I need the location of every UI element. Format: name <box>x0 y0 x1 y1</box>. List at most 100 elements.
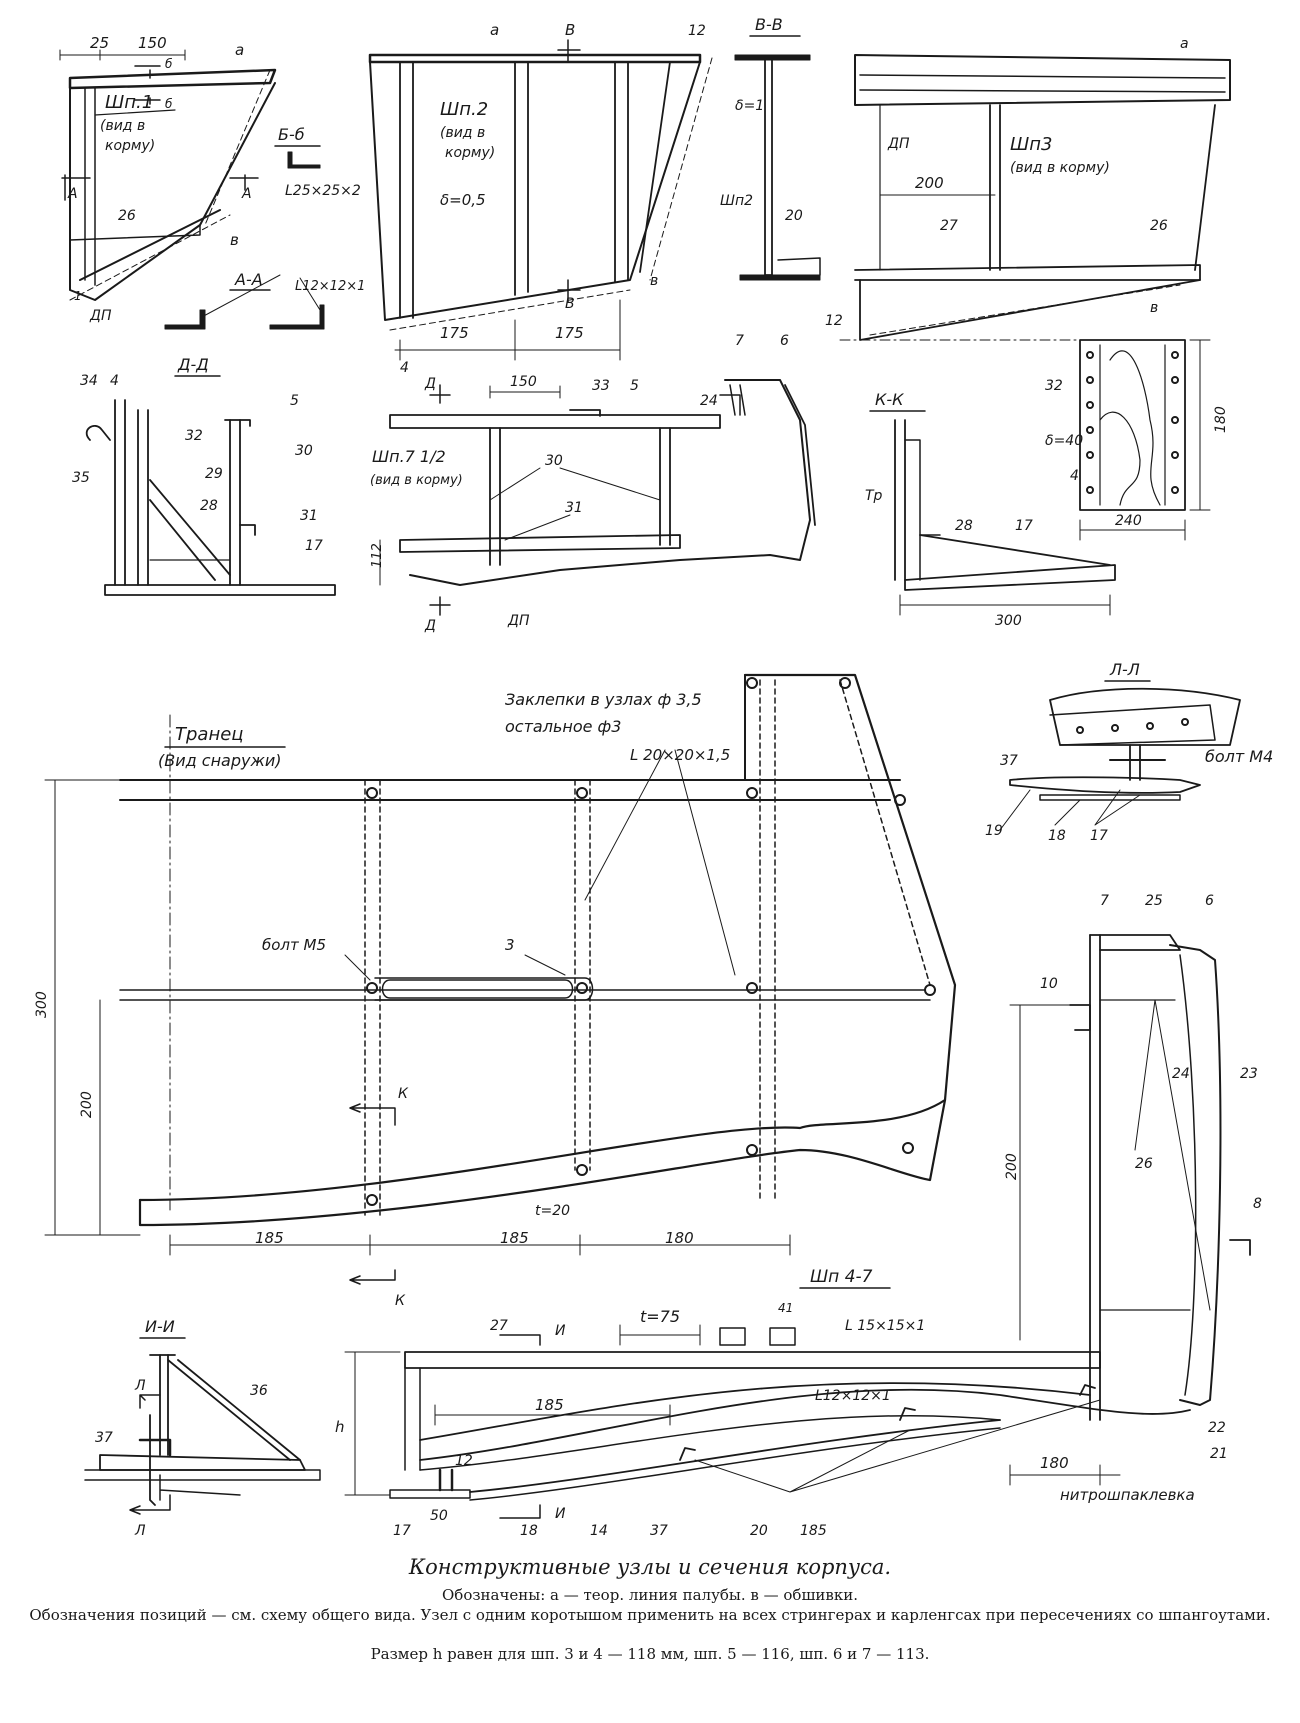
dim-240: 240 <box>1115 513 1142 529</box>
frame-1-subtitle-1: (вид в <box>100 118 145 134</box>
mark-d-top: Д <box>424 376 436 392</box>
dim-h: h <box>335 1418 345 1436</box>
frame-3-subtitle: (вид в корму) <box>1010 160 1110 176</box>
frame-2-title: Шп.2 <box>440 99 488 120</box>
section-kk: К-К Тр 28 17 300 <box>865 390 1116 629</box>
bolt-m4-label: болт М4 <box>1205 747 1273 766</box>
frame-2-subtitle-1: (вид в <box>440 125 485 141</box>
label-17-bottom: 17 <box>393 1523 411 1539</box>
frame-1-title: Шп.1 <box>105 92 153 113</box>
dim-180-bottom: 180 <box>1040 1454 1069 1472</box>
delta-1: δ=1 <box>735 98 764 114</box>
mark-4-frame2: 4 <box>400 360 409 376</box>
dim-200-side: 200 <box>1004 1153 1020 1180</box>
frame-2-view: Шп.2 (вид в корму) δ=0,5 а В В 12 в 175 … <box>368 21 713 376</box>
dim-25: 25 <box>90 34 109 52</box>
dim-300-kk: 300 <box>995 613 1022 629</box>
pitch-75: t=75 <box>640 1307 680 1326</box>
mark-b-side-frame2: в <box>650 273 658 289</box>
label-17-dd: 17 <box>305 538 323 554</box>
label-32-dd: 32 <box>185 428 203 444</box>
label-8: 8 <box>1253 1196 1262 1212</box>
label-25: 25 <box>1145 893 1163 909</box>
label-4-plate: 4 <box>1070 468 1079 484</box>
dim-150-frame1: 150 <box>138 34 167 52</box>
dim-50: 50 <box>430 1508 448 1524</box>
label-41: 41 <box>778 1301 793 1315</box>
label-7-frame7: 7 <box>735 333 744 349</box>
mark-12-frame2: 12 <box>688 23 706 39</box>
side-section: 7 25 6 10 24 23 26 8 200 <box>1004 893 1262 1421</box>
dim-12-bottom: 12 <box>455 1453 473 1469</box>
dim-180-transom: 180 <box>665 1229 694 1247</box>
label-17-ll: 17 <box>1090 828 1108 844</box>
section-ii: И-И 36 Л 37 Л <box>84 1317 321 1539</box>
label-10: 10 <box>1040 976 1058 992</box>
label-27-bottom: 27 <box>490 1318 508 1334</box>
label-18-ll: 18 <box>1048 828 1066 844</box>
label-7-side: 7 <box>1100 893 1109 909</box>
mark-a-frame2: а <box>490 21 499 39</box>
label-tp: Тр <box>865 488 883 504</box>
label-26-side: 26 <box>1135 1156 1153 1172</box>
dim-300-transom: 300 <box>34 991 50 1018</box>
section-b6: Б-б L25×25×2 <box>274 125 361 199</box>
frame-3-title: Шп3 <box>1010 134 1052 155</box>
label-6-side: 6 <box>1205 893 1214 909</box>
mark-l-top: Л <box>134 1378 146 1394</box>
label-21: 21 <box>1210 1446 1228 1462</box>
mark-a-frame3: а <box>1180 36 1189 52</box>
delta-05: δ=0,5 <box>440 191 486 209</box>
label-29: 29 <box>205 466 223 482</box>
label-20-section: 20 <box>785 208 803 224</box>
angle-25-label: L25×25×2 <box>285 183 361 199</box>
delta-40: δ=40 <box>1045 433 1083 449</box>
frame-2-label: Шп2 <box>720 193 753 209</box>
dim-112: 112 <box>370 543 385 568</box>
angle-20-label: L 20×20×1,5 <box>630 746 730 764</box>
dim-185-transom-a: 185 <box>255 1229 284 1247</box>
mark-a-frame1: а <box>235 41 244 59</box>
label-14: 14 <box>590 1523 608 1539</box>
label-24-side: 24 <box>1172 1066 1190 1082</box>
frame-1-subtitle-2: корму) <box>105 138 155 154</box>
frame-2-subtitle-2: корму) <box>445 145 495 161</box>
label-30-frame7: 30 <box>545 453 563 469</box>
transom-subtitle: (Вид снаружи) <box>158 751 282 770</box>
section-b6-title: Б-б <box>278 125 305 144</box>
label-22: 22 <box>1208 1420 1226 1436</box>
label-26-frame1: 26 <box>118 208 136 224</box>
label-5-frame7: 5 <box>630 378 639 394</box>
transom-view: Заклепки в узлах ф 3,5 остальное ф3 L 20… <box>34 673 957 1309</box>
label-31-frame7: 31 <box>565 500 583 516</box>
label-5-dd: 5 <box>290 393 299 409</box>
label-dp-frame3: ДП <box>887 136 910 152</box>
section-bg-title: В-В <box>755 15 783 34</box>
angle-12-bottom: L12×12×1 <box>815 1388 891 1404</box>
section-kk-title: К-К <box>875 390 904 409</box>
frames-4-7-view: Шп 4-7 27 И t=75 41 L 15×15×1 h 185 L12×… <box>149 1267 1228 1539</box>
label-26-frame3: 26 <box>1150 218 1168 234</box>
label-30-dd: 30 <box>295 443 313 459</box>
dim-200-frame3: 200 <box>915 174 944 192</box>
dim-12-frame3: 12 <box>825 313 843 329</box>
dim-150-frame7: 150 <box>510 374 537 390</box>
angle-15-label: L 15×15×1 <box>845 1318 925 1334</box>
label-37-ll: 37 <box>1000 753 1018 769</box>
label-17-kk: 17 <box>1015 518 1033 534</box>
label-31-dd: 31 <box>300 508 318 524</box>
dim-175-a: 175 <box>440 324 469 342</box>
section-bg: В-В δ=1 Шп2 20 <box>720 15 821 281</box>
mark-i-top: И <box>555 1323 566 1339</box>
mark-6-bottom: б <box>165 97 173 111</box>
pitch-20: t=20 <box>535 1203 570 1219</box>
label-36: 36 <box>250 1383 268 1399</box>
dim-175-b: 175 <box>555 324 584 342</box>
frames-4-7-title: Шп 4-7 <box>810 1267 873 1287</box>
label-19: 19 <box>985 823 1003 839</box>
rivets-note-1: Заклепки в узлах ф 3,5 <box>505 690 702 709</box>
label-27-frame3: 27 <box>940 218 958 234</box>
label-24-frame7: 24 <box>700 393 718 409</box>
dim-185-bottom-a: 185 <box>535 1396 564 1414</box>
